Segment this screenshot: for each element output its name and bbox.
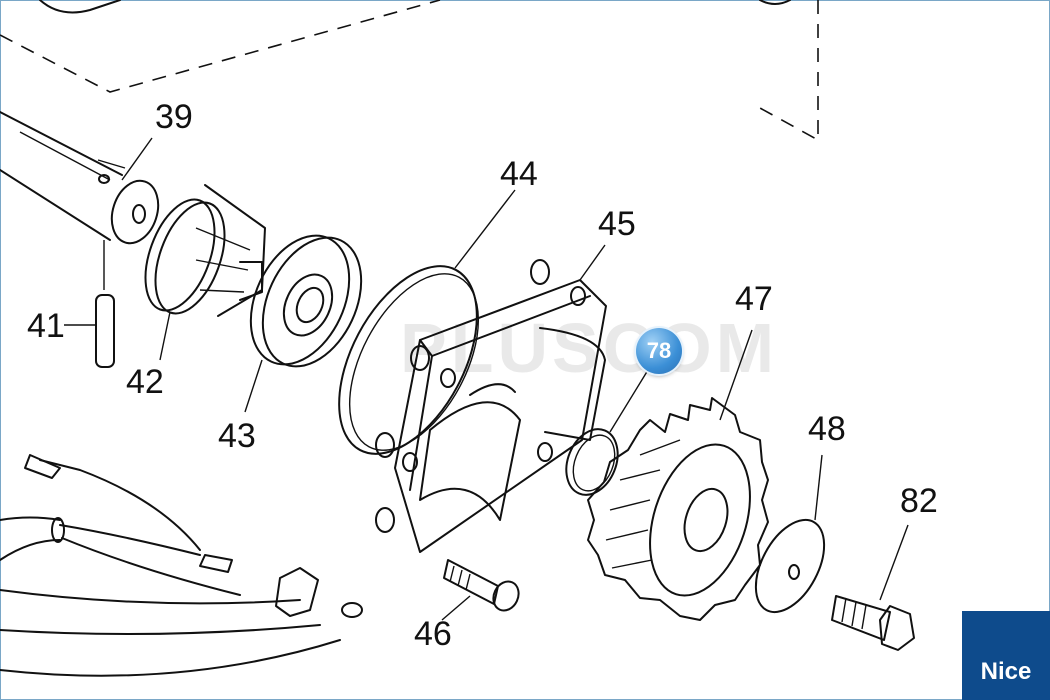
label-46: 46: [414, 615, 452, 653]
part-46-screw: [441, 559, 520, 621]
brand-logo: Nice: [962, 611, 1050, 700]
leader-39: [121, 137, 153, 181]
label-39: 39: [155, 98, 193, 136]
label-48: 48: [808, 410, 846, 448]
part-45-flange: [375, 244, 607, 553]
part-44-oring: [338, 189, 516, 455]
label-47: 47: [735, 280, 773, 318]
part-82-bolt: [831, 524, 915, 651]
part-39-shaft: [0, 111, 160, 245]
watermark-text: PLUSCOM: [400, 309, 778, 387]
label-42: 42: [126, 363, 164, 401]
label-44: 44: [500, 155, 538, 193]
part-43-bearing: [244, 234, 363, 413]
part-78-seal: [565, 369, 649, 496]
label-41: 41: [27, 307, 65, 345]
part-42-hub: [144, 184, 266, 361]
label-43: 43: [218, 417, 256, 455]
wiring-harness: [0, 454, 363, 677]
label-82: 82: [900, 482, 938, 520]
part-48-washer: [754, 454, 826, 614]
housing-outline: [0, 0, 819, 142]
label-45: 45: [598, 205, 636, 243]
part-47-gear: [587, 329, 769, 621]
highlight-badge-78[interactable]: 78: [636, 328, 682, 374]
part-41-pin: [64, 240, 115, 368]
